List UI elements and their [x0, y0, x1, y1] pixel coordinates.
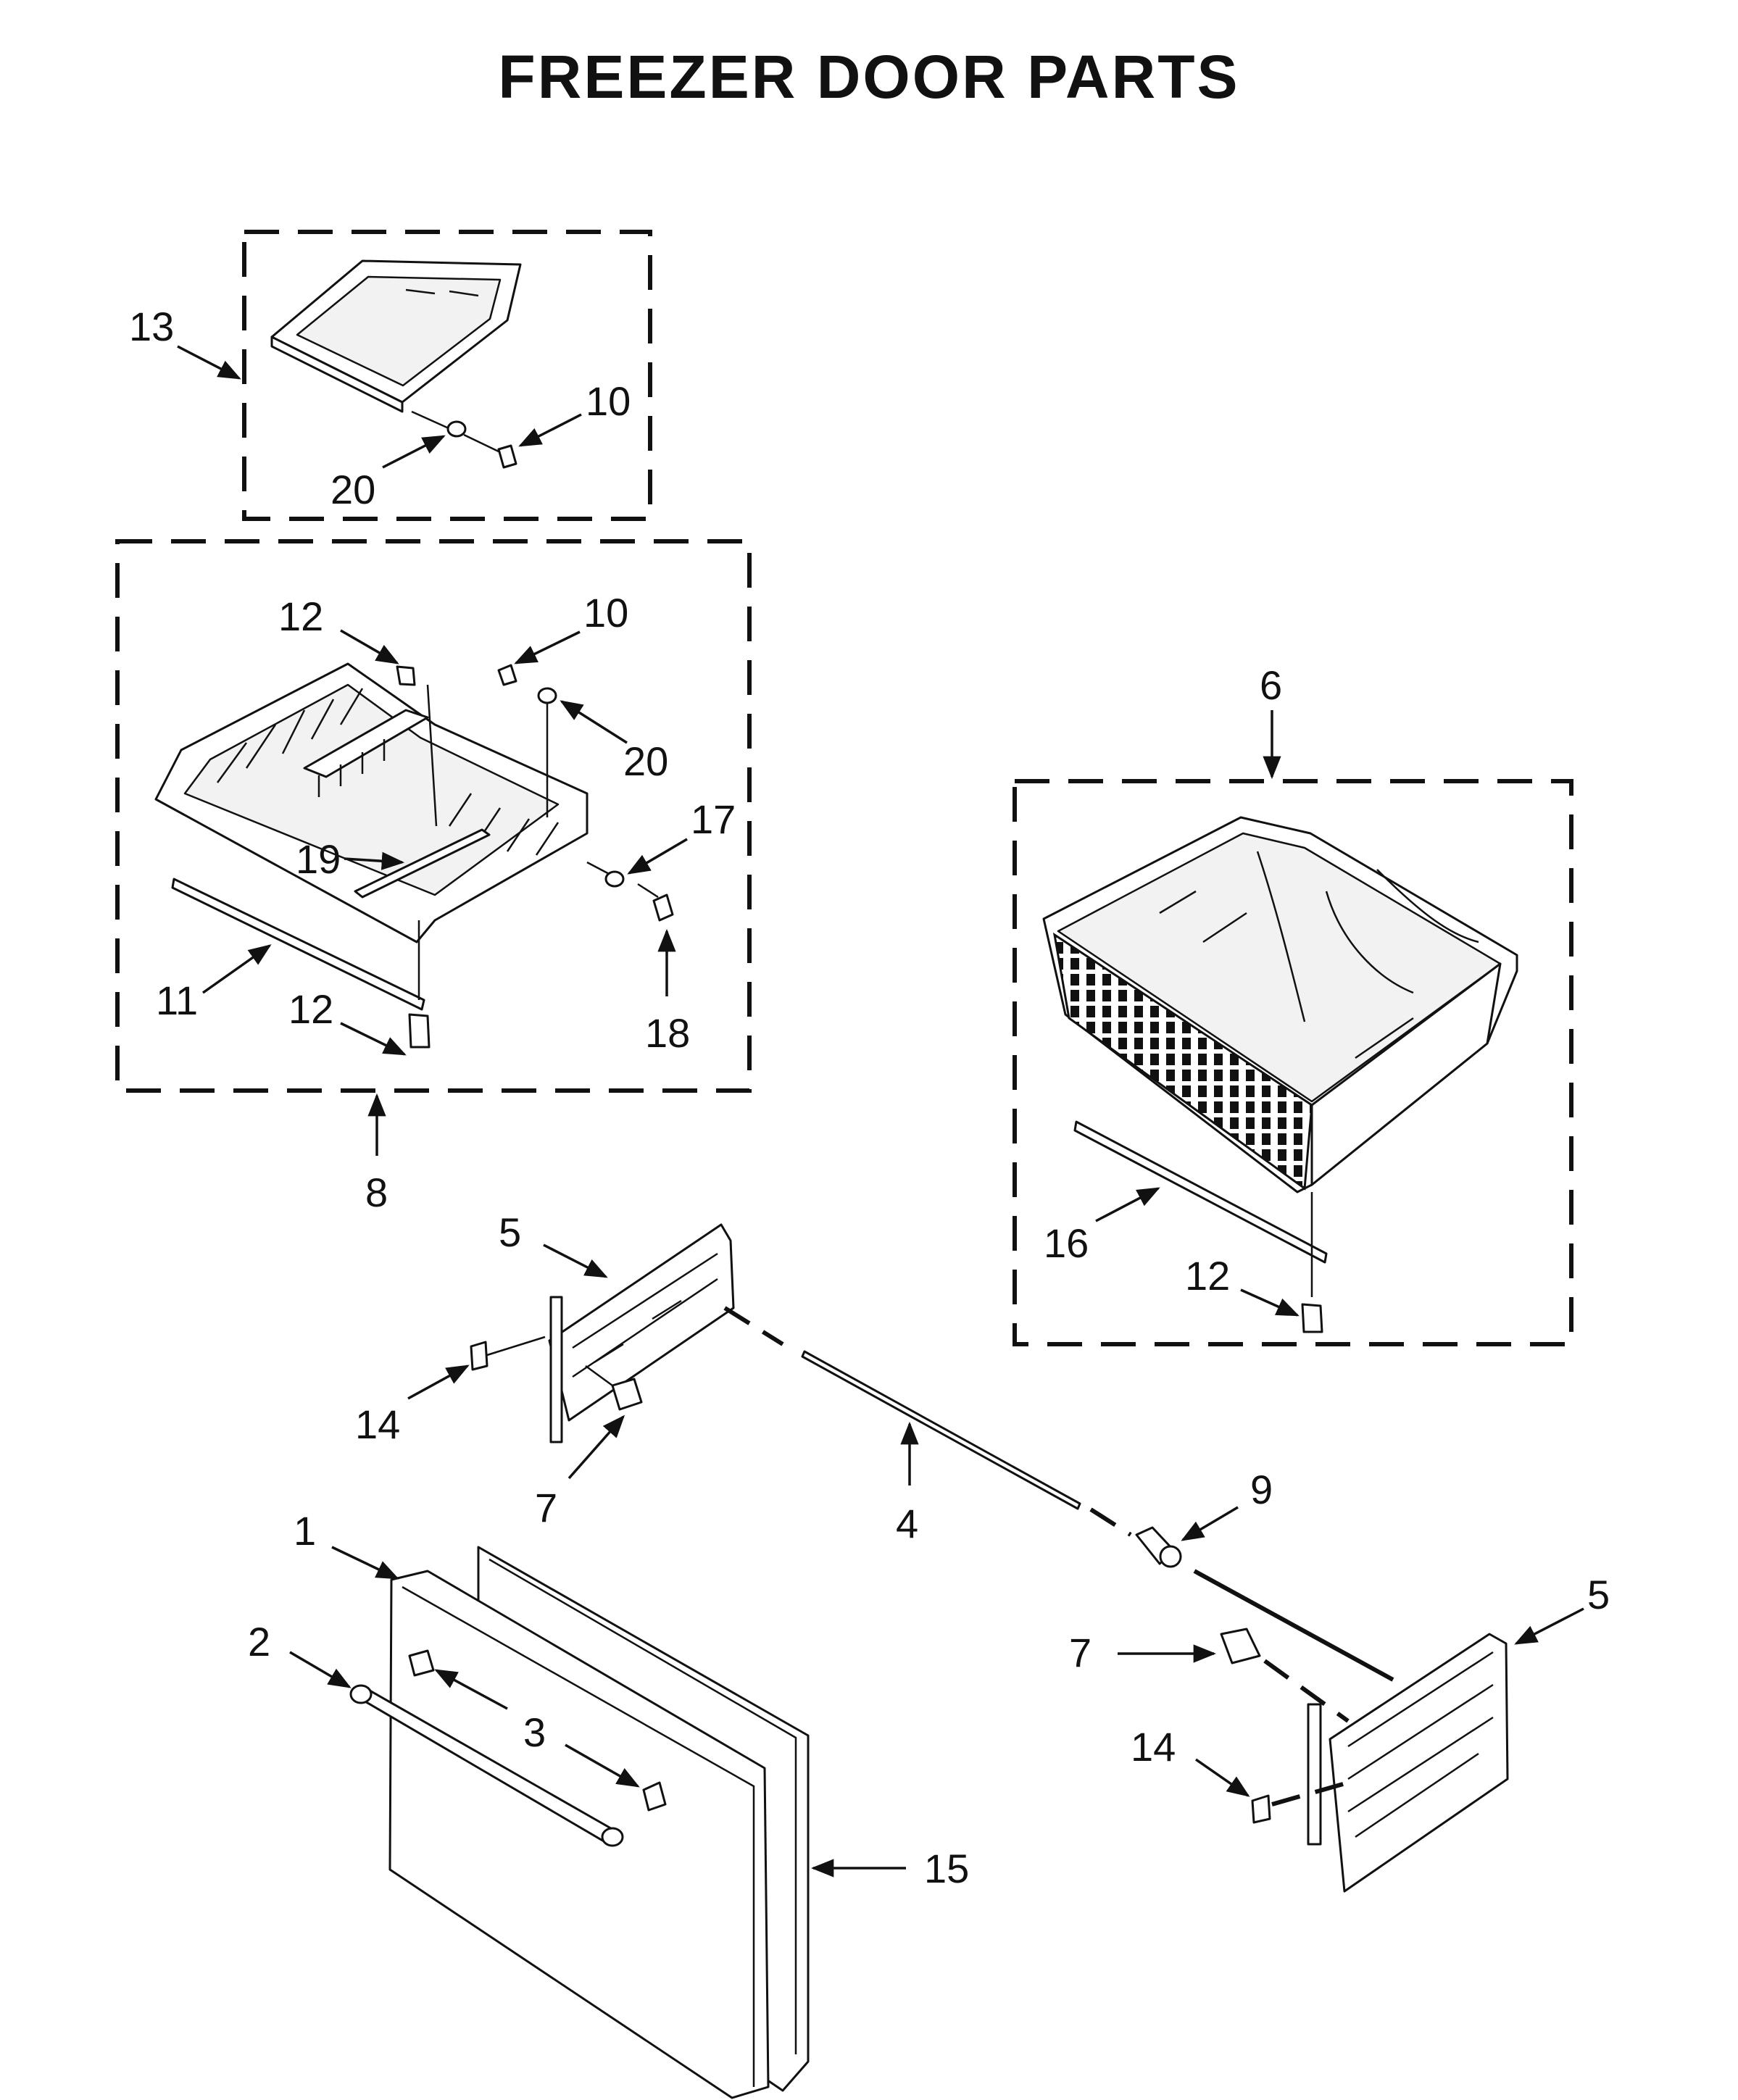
callout-1: 1 — [294, 1508, 316, 1554]
connecting-rod — [801, 1350, 1081, 1510]
leader-12c — [1240, 1288, 1300, 1317]
callout-20b: 20 — [623, 738, 668, 784]
leader-11 — [201, 944, 272, 994]
right-rail-clip — [1251, 1794, 1271, 1824]
leader-1 — [331, 1546, 399, 1580]
drawer-bushing-18 — [652, 893, 674, 922]
right-rail-screw — [1220, 1628, 1261, 1664]
drawer-nut-17 — [604, 870, 625, 888]
door-panel — [388, 1570, 770, 2099]
leader-12b — [340, 1022, 407, 1056]
callout-2: 2 — [248, 1619, 270, 1664]
lower-basket-box — [1013, 779, 1573, 1346]
callout-11: 11 — [156, 978, 198, 1023]
callout-13: 13 — [129, 304, 174, 349]
path-rail-to-rod — [723, 1306, 784, 1346]
callout-12c: 12 — [1185, 1253, 1230, 1299]
leader-10a — [518, 413, 582, 447]
path-rod-to-cap — [1089, 1507, 1132, 1537]
shelf-assembly-box — [242, 230, 652, 521]
callout-3: 3 — [523, 1709, 546, 1755]
callout-17: 17 — [691, 796, 736, 842]
upper-drawer — [154, 662, 589, 943]
callout-4: 4 — [896, 1501, 918, 1546]
left-rail-clip — [470, 1341, 488, 1371]
door-handle — [349, 1684, 624, 1847]
drawer-screw-right — [497, 664, 517, 686]
leader-20a — [382, 435, 446, 469]
callout-19: 19 — [296, 836, 341, 882]
leader-3b — [565, 1743, 640, 1788]
leader-7a — [567, 1414, 625, 1480]
drawer-rail-19 — [354, 828, 491, 899]
drawer-screw-top — [396, 665, 416, 686]
callout-15: 15 — [924, 1846, 969, 1891]
callout-18: 18 — [645, 1010, 690, 1056]
handle-screw-right — [642, 1781, 667, 1812]
left-rail-screw — [611, 1378, 643, 1411]
callout-7a: 7 — [535, 1485, 557, 1530]
handle-screw-left — [408, 1649, 435, 1677]
basket-screw — [1301, 1303, 1323, 1333]
callout-9: 9 — [1250, 1467, 1273, 1512]
callout-12b: 12 — [288, 986, 333, 1032]
callout-5a: 5 — [499, 1209, 521, 1255]
callout-10a: 10 — [586, 378, 631, 424]
callout-20a: 20 — [330, 467, 375, 512]
callout-7b: 7 — [1069, 1630, 1092, 1675]
freezer-basket — [1042, 816, 1518, 1193]
leader-10b — [514, 630, 581, 664]
leader-17 — [627, 838, 688, 875]
shelf-nut — [446, 420, 467, 438]
path-clip-to-rail — [1271, 1780, 1349, 1807]
leader-12a — [340, 629, 399, 664]
shelf-screw — [497, 444, 517, 469]
freezer-shelf — [270, 259, 522, 413]
leader-9 — [1181, 1506, 1239, 1541]
leader-14b — [1195, 1758, 1250, 1797]
leader-2 — [289, 1651, 352, 1688]
drawer-nut-right — [537, 687, 557, 704]
left-slide-rail — [548, 1223, 735, 1443]
path-screw-to-rail — [1263, 1659, 1350, 1723]
leader-20b — [560, 700, 628, 744]
leader-5a — [543, 1243, 608, 1278]
callout-10b: 10 — [583, 590, 628, 636]
callout-12a: 12 — [278, 593, 323, 639]
trim-strip-11 — [171, 878, 425, 1011]
diagram-title: FREEZER DOOR PARTS — [498, 43, 1240, 111]
callout-6: 6 — [1260, 662, 1282, 708]
callout-8: 8 — [365, 1170, 388, 1215]
leader-14a — [407, 1364, 470, 1400]
callout-14b: 14 — [1131, 1724, 1176, 1770]
trim-strip-16 — [1073, 1120, 1328, 1264]
leader-19 — [344, 851, 405, 870]
callout-16: 16 — [1044, 1220, 1089, 1266]
leader-5b — [1514, 1607, 1584, 1645]
path-cap-to-rail — [1193, 1569, 1394, 1682]
leader-13 — [177, 345, 241, 380]
leader-3a — [434, 1669, 508, 1710]
leader-16 — [1095, 1187, 1160, 1222]
right-slide-rail — [1307, 1633, 1509, 1893]
callout-14a: 14 — [355, 1401, 400, 1447]
callout-5b: 5 — [1587, 1572, 1610, 1617]
rod-end-cap — [1135, 1526, 1182, 1568]
drawer-screw-bottom — [408, 1013, 431, 1049]
